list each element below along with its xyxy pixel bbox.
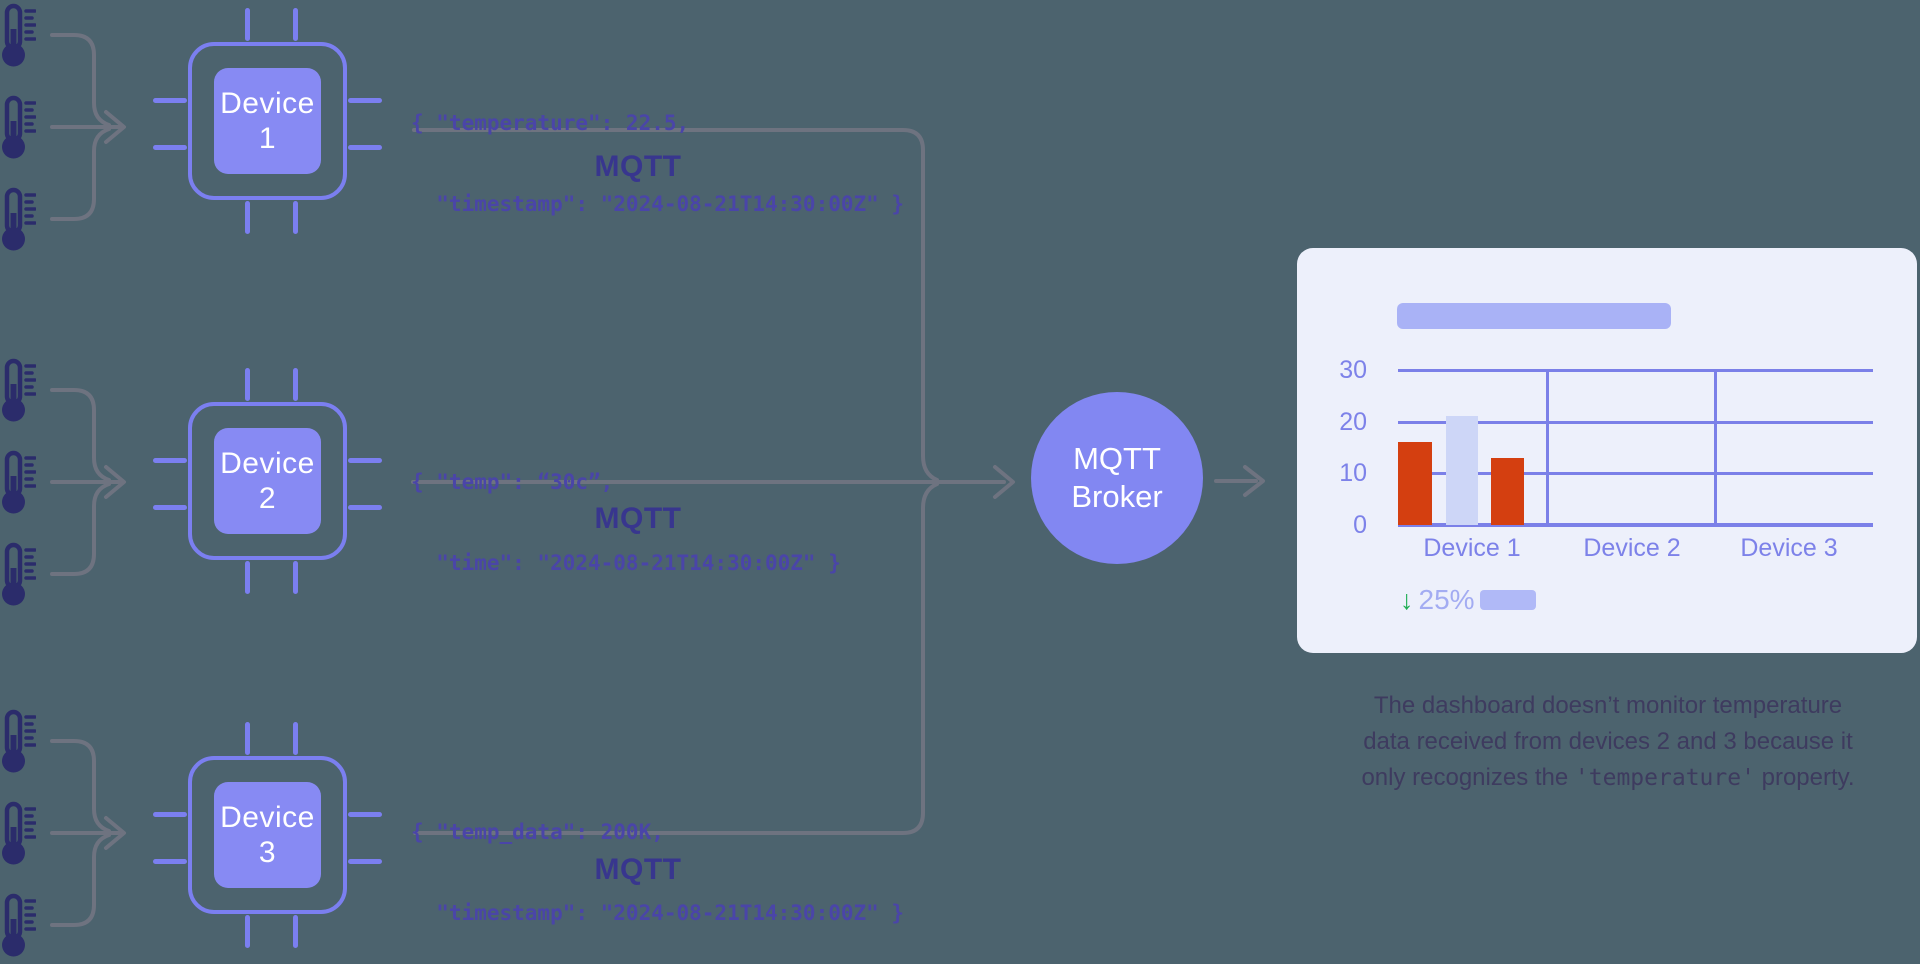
stat-value: 25% bbox=[1418, 584, 1475, 615]
device-1-payload: { "temperature": 22.5, "timestamp": "202… bbox=[411, 56, 904, 272]
chip-pin bbox=[245, 722, 250, 755]
x-axis-category-label: Device 2 bbox=[1583, 534, 1681, 562]
chip-pin bbox=[153, 145, 187, 150]
mqtt-protocol-label: MQTT bbox=[594, 853, 682, 886]
device-number: 3 bbox=[258, 836, 277, 869]
chart-title-placeholder bbox=[1397, 303, 1671, 329]
payload-line: "timestamp": "2024-08-21T14:30:00Z" } bbox=[411, 192, 905, 216]
payload-line: { "temp": “30c”, bbox=[411, 470, 614, 494]
device-1-chip: Device 1 bbox=[153, 8, 382, 234]
arrowhead-icon bbox=[104, 465, 126, 499]
chip-body: Device 1 bbox=[214, 68, 321, 174]
arrowhead-icon bbox=[1243, 465, 1265, 497]
device-2-chip: Device 2 bbox=[153, 368, 382, 594]
payload-line: "time": "2024-08-21T14:30:00Z" } bbox=[411, 551, 841, 575]
mqtt-protocol-label: MQTT bbox=[594, 150, 682, 183]
device-name: Device bbox=[220, 447, 315, 480]
inline-code: 'temperature' bbox=[1574, 765, 1755, 791]
chip-pin bbox=[245, 201, 250, 234]
chip-outline bbox=[188, 42, 347, 200]
chart-bar bbox=[1491, 458, 1524, 525]
arrowhead-icon bbox=[993, 465, 1015, 499]
chip-pin bbox=[348, 458, 382, 463]
broker-label-line2: Broker bbox=[1071, 479, 1163, 514]
caption-text: The dashboard doesn’t monitor temperatur… bbox=[1298, 688, 1918, 796]
payload-line: { "temp_data": 200K, bbox=[411, 820, 664, 844]
device-number: 2 bbox=[258, 482, 277, 515]
device-3-chip: Device 3 bbox=[153, 722, 382, 948]
chip-pin bbox=[293, 561, 298, 594]
chip-outline bbox=[188, 756, 347, 914]
sensor-bracket-row1 bbox=[50, 33, 126, 221]
chip-pin bbox=[293, 201, 298, 234]
chip-pin bbox=[245, 368, 250, 401]
chip-pin bbox=[153, 505, 187, 510]
chip-body: Device 3 bbox=[214, 782, 321, 888]
chip-pin bbox=[293, 368, 298, 401]
y-axis-tick-label: 10 bbox=[1339, 459, 1367, 488]
caption-line: only recognizes the 'temperature' proper… bbox=[1361, 764, 1855, 791]
decrease-arrow-icon: ↓ bbox=[1400, 584, 1414, 615]
chip-pin bbox=[348, 98, 382, 103]
chip-pin bbox=[293, 8, 298, 41]
sensor-bracket-row2 bbox=[50, 388, 126, 576]
chip-pin bbox=[153, 812, 187, 817]
device-name: Device bbox=[220, 801, 315, 834]
y-axis-tick-label: 20 bbox=[1339, 407, 1367, 436]
sensor-bracket-row3 bbox=[50, 739, 126, 927]
gridline bbox=[1398, 368, 1873, 372]
payload-line: { "temperature": 22.5, bbox=[411, 111, 690, 135]
chart-bar bbox=[1398, 442, 1432, 525]
chip-pin bbox=[348, 859, 382, 864]
chart-bar bbox=[1446, 416, 1478, 525]
device-number: 1 bbox=[258, 122, 277, 155]
chip-outline bbox=[188, 402, 347, 560]
chip-pin bbox=[153, 458, 187, 463]
mqtt-protocol-label: MQTT bbox=[594, 502, 682, 535]
device-3-payload: { "temp_data": 200K, "timestamp": "2024-… bbox=[411, 765, 904, 964]
category-separator bbox=[1546, 369, 1549, 525]
chip-pin bbox=[153, 859, 187, 864]
chip-pin bbox=[293, 722, 298, 755]
connector-device1-to-broker bbox=[412, 128, 939, 482]
x-axis-category-label: Device 1 bbox=[1423, 534, 1521, 562]
stat-placeholder bbox=[1479, 590, 1536, 610]
chip-body: Device 2 bbox=[214, 428, 321, 534]
device-name: Device bbox=[220, 87, 315, 120]
connector-device3-to-broker bbox=[413, 482, 939, 835]
mqtt-broker-node: MQTT Broker bbox=[1031, 392, 1203, 564]
caption-line: data received from devices 2 and 3 becau… bbox=[1363, 728, 1853, 755]
x-axis-category-label: Device 3 bbox=[1740, 534, 1838, 562]
caption-line: The dashboard doesn’t monitor temperatur… bbox=[1373, 692, 1843, 719]
chip-pin bbox=[348, 812, 382, 817]
chip-pin bbox=[293, 915, 298, 948]
chip-pin bbox=[245, 8, 250, 41]
chip-pin bbox=[348, 145, 382, 150]
broker-label-line1: MQTT bbox=[1073, 441, 1161, 476]
category-separator bbox=[1714, 369, 1717, 525]
chip-pin bbox=[245, 561, 250, 594]
y-axis-tick-label: 0 bbox=[1353, 511, 1367, 539]
stat-row: ↓ 25% bbox=[1400, 584, 1536, 616]
gridline bbox=[1398, 420, 1873, 424]
payload-line: "timestamp": "2024-08-21T14:30:00Z" } bbox=[411, 901, 905, 925]
gridline bbox=[1398, 472, 1873, 476]
chip-pin bbox=[153, 98, 187, 103]
chip-pin bbox=[245, 915, 250, 948]
y-axis-tick-label: 30 bbox=[1339, 355, 1367, 384]
x-axis-line bbox=[1398, 523, 1873, 527]
arrowhead-icon bbox=[104, 110, 126, 144]
chip-pin bbox=[348, 505, 382, 510]
device-2-payload: { "temp": “30c”, "time": "2024-08-21T14:… bbox=[411, 415, 841, 631]
arrowhead-icon bbox=[104, 816, 126, 850]
